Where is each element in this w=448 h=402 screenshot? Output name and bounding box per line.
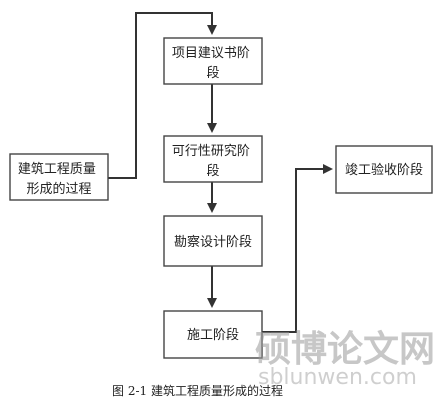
- svg-text:施工阶段: 施工阶段: [187, 328, 239, 343]
- box-quality-formation-process: 建筑工程质量 形成的过程: [9, 153, 109, 201]
- svg-text:竣工验收阶段: 竣工验收阶段: [345, 162, 423, 178]
- svg-text:项目建议书阶 段: 项目建议书阶 段: [172, 46, 254, 81]
- svg-text:建筑工程质量 形成的过程: 建筑工程质量 形成的过程: [18, 161, 100, 197]
- box-construction: 施工阶段: [163, 310, 263, 359]
- box-completion-acceptance: 竣工验收阶段: [335, 145, 433, 194]
- connector-process-to-proposal: [108, 12, 217, 179]
- box-project-proposal: 项目建议书阶 段: [163, 37, 263, 85]
- figure-caption: 图 2-1 建筑工程质量形成的过程: [112, 383, 283, 398]
- svg-text:勘察设计阶段: 勘察设计阶段: [174, 235, 252, 250]
- svg-text:可行性研究阶 段: 可行性研究阶 段: [172, 144, 254, 179]
- connector-construction-to-acceptance: [262, 164, 333, 333]
- box-feasibility-study: 可行性研究阶 段: [163, 135, 263, 183]
- watermark-url: sblunwen.com: [258, 365, 417, 390]
- box-survey-design: 勘察设计阶段: [163, 215, 263, 267]
- watermark-chinese: 硕博论文网: [255, 328, 435, 370]
